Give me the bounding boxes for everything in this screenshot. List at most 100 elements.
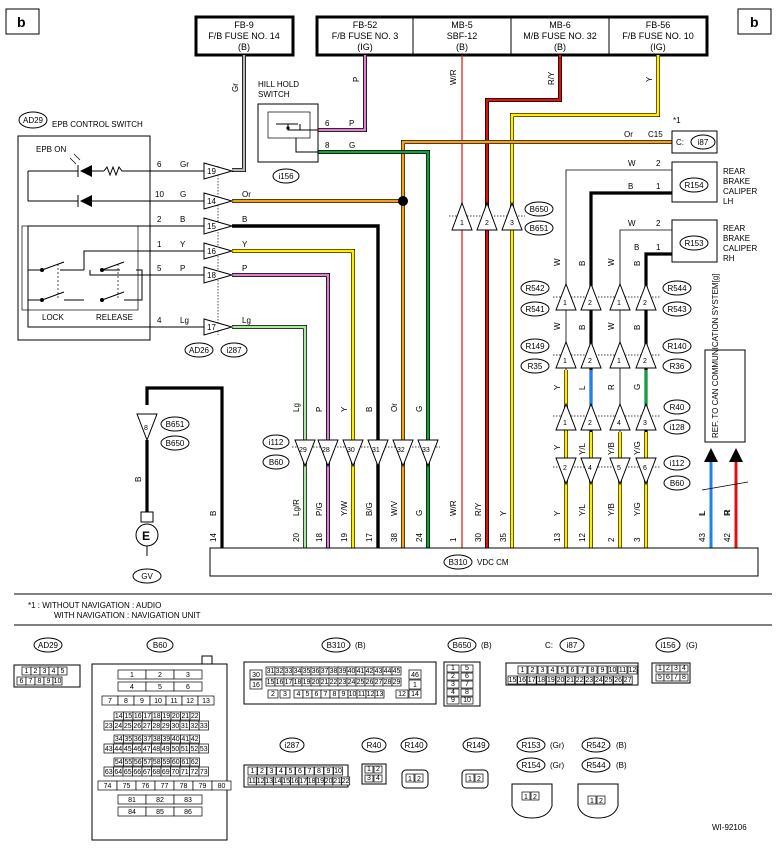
connector-pin-number: 20 xyxy=(312,679,320,686)
svg-text:Y: Y xyxy=(553,444,562,450)
connector-pin xyxy=(285,766,296,776)
connector-pin-number: 70 xyxy=(171,769,179,776)
connector-pin-number: 27 xyxy=(624,677,632,684)
connector-pin-number: 6 xyxy=(571,667,575,674)
svg-text:Y: Y xyxy=(340,406,349,412)
svg-text:R154: R154 xyxy=(521,761,541,770)
svg-text:R140: R140 xyxy=(667,342,687,351)
connector-pin xyxy=(408,679,422,690)
connector-pin xyxy=(446,664,460,673)
connector-pin-number: 17 xyxy=(143,713,151,720)
audio-connector: *1 C: i87 xyxy=(671,116,718,154)
bottom-wire-color: R xyxy=(723,510,732,516)
bottom-wire-color: W/V xyxy=(390,500,399,516)
svg-text:P: P xyxy=(315,407,324,412)
connector-pin-number: 6 xyxy=(315,691,319,698)
caliper-rh: R153 REAR BRAKE CALIPER RH xyxy=(671,219,757,263)
svg-text:G: G xyxy=(415,406,424,412)
svg-text:Or: Or xyxy=(390,403,399,412)
connector-pin-number: 1 xyxy=(413,682,417,689)
svg-text:F/B FUSE NO. 14: F/B FUSE NO. 14 xyxy=(208,31,280,41)
connector-pin-number: 4 xyxy=(279,768,283,775)
connector-pin-number: 33 xyxy=(200,723,208,730)
svg-text:W: W xyxy=(607,258,616,266)
fuse-fb56-id: FB-56 xyxy=(646,20,671,30)
svg-text:i287: i287 xyxy=(284,741,300,750)
connector-pin-number: 3 xyxy=(367,775,371,782)
bottom-pin-number: 43 xyxy=(698,533,707,542)
svg-text:R36: R36 xyxy=(670,362,685,371)
connector-pin xyxy=(304,766,315,776)
connector-pin-number: 10 xyxy=(154,698,162,705)
connector-pin-number: 46 xyxy=(133,746,141,753)
svg-text:F/B FUSE NO. 3: F/B FUSE NO. 3 xyxy=(332,31,399,41)
svg-text:2: 2 xyxy=(485,220,489,227)
svg-text:1: 1 xyxy=(460,220,464,227)
svg-text:LH: LH xyxy=(723,197,733,206)
connector-pin-number: 67 xyxy=(143,769,151,776)
connector-pin xyxy=(197,695,215,706)
connector-pin-number: 27 xyxy=(143,723,151,730)
connector-pin xyxy=(574,675,585,685)
connector-pin-number: 5 xyxy=(306,691,310,698)
connector-pin-number: 13 xyxy=(265,778,273,785)
connector-pin-number: 16 xyxy=(291,778,299,785)
connector-pin xyxy=(52,676,63,686)
connector-pin xyxy=(198,743,209,754)
connector-pin-number: 7 xyxy=(29,678,33,685)
connector-pin-number: 12 xyxy=(398,691,406,698)
svg-text:R149: R149 xyxy=(466,741,486,750)
connector-pin xyxy=(373,774,383,783)
svg-text:19: 19 xyxy=(207,167,216,176)
connector-pin-number: 9 xyxy=(342,691,346,698)
connector-pin-number: 60 xyxy=(172,759,180,766)
connector-pin-number: 8 xyxy=(591,667,595,674)
connector-pin-number: 22 xyxy=(191,713,199,720)
connector-pin-number: 15 xyxy=(124,713,132,720)
connector-pin-number: 9 xyxy=(327,768,331,775)
connector-pin xyxy=(446,672,460,681)
connector-pin-number: 24 xyxy=(595,677,603,684)
svg-text:*1: *1 xyxy=(673,116,681,125)
connector-pin xyxy=(546,675,556,685)
connector-r149-r140: 1 2 1 2 R149 R35 R140 R36 xyxy=(520,338,692,374)
connector-pin xyxy=(557,665,568,675)
svg-text:31: 31 xyxy=(372,447,380,454)
connector-pin-number: 27 xyxy=(375,679,383,686)
connector-pin xyxy=(460,688,474,697)
connector-pin-number: 48 xyxy=(152,746,160,753)
connector-pin-number: 3 xyxy=(43,668,47,675)
svg-text:2: 2 xyxy=(588,300,592,307)
connector-pin-number: 18 xyxy=(294,679,302,686)
connector-pin xyxy=(279,689,291,699)
svg-text:R/Y: R/Y xyxy=(547,71,556,85)
bottom-wire-color: R/Y xyxy=(474,502,483,516)
bottom-wire-color: P/G xyxy=(315,502,324,516)
connector-pin-number: 4 xyxy=(682,665,686,672)
connector-pin-number: 86 xyxy=(184,809,192,816)
connector-pin-number: 52 xyxy=(190,746,198,753)
svg-text:(Gr): (Gr) xyxy=(550,761,565,770)
connector-pin-number: 5 xyxy=(561,667,565,674)
svg-text:F/B FUSE NO. 10: F/B FUSE NO. 10 xyxy=(622,31,694,41)
connector-pin-number: 8 xyxy=(38,678,42,685)
connector-pin xyxy=(537,665,548,675)
bottom-pin-number: 2 xyxy=(607,537,616,542)
connector-pin-number: 66 xyxy=(133,769,141,776)
svg-text:G: G xyxy=(180,190,186,199)
svg-text:1: 1 xyxy=(408,776,412,783)
svg-text:R544: R544 xyxy=(586,761,606,770)
svg-text:W: W xyxy=(553,322,562,330)
svg-text:Or: Or xyxy=(242,190,251,199)
connector-pin-number: 16 xyxy=(276,679,284,686)
connector-pin-number: 4 xyxy=(297,691,301,698)
connector-pin-number: 2 xyxy=(666,665,670,672)
connector-pin-number: 2 xyxy=(271,691,275,698)
connector-pin-number: 14 xyxy=(115,713,123,720)
connector-pin-number: 11 xyxy=(358,691,365,698)
connector-pin-number: 50 xyxy=(171,746,179,753)
connector-pin-number: 8 xyxy=(124,698,128,705)
connector-pin-number: 1 xyxy=(25,668,29,675)
svg-text:B: B xyxy=(578,261,587,266)
svg-text:1: 1 xyxy=(656,243,661,252)
